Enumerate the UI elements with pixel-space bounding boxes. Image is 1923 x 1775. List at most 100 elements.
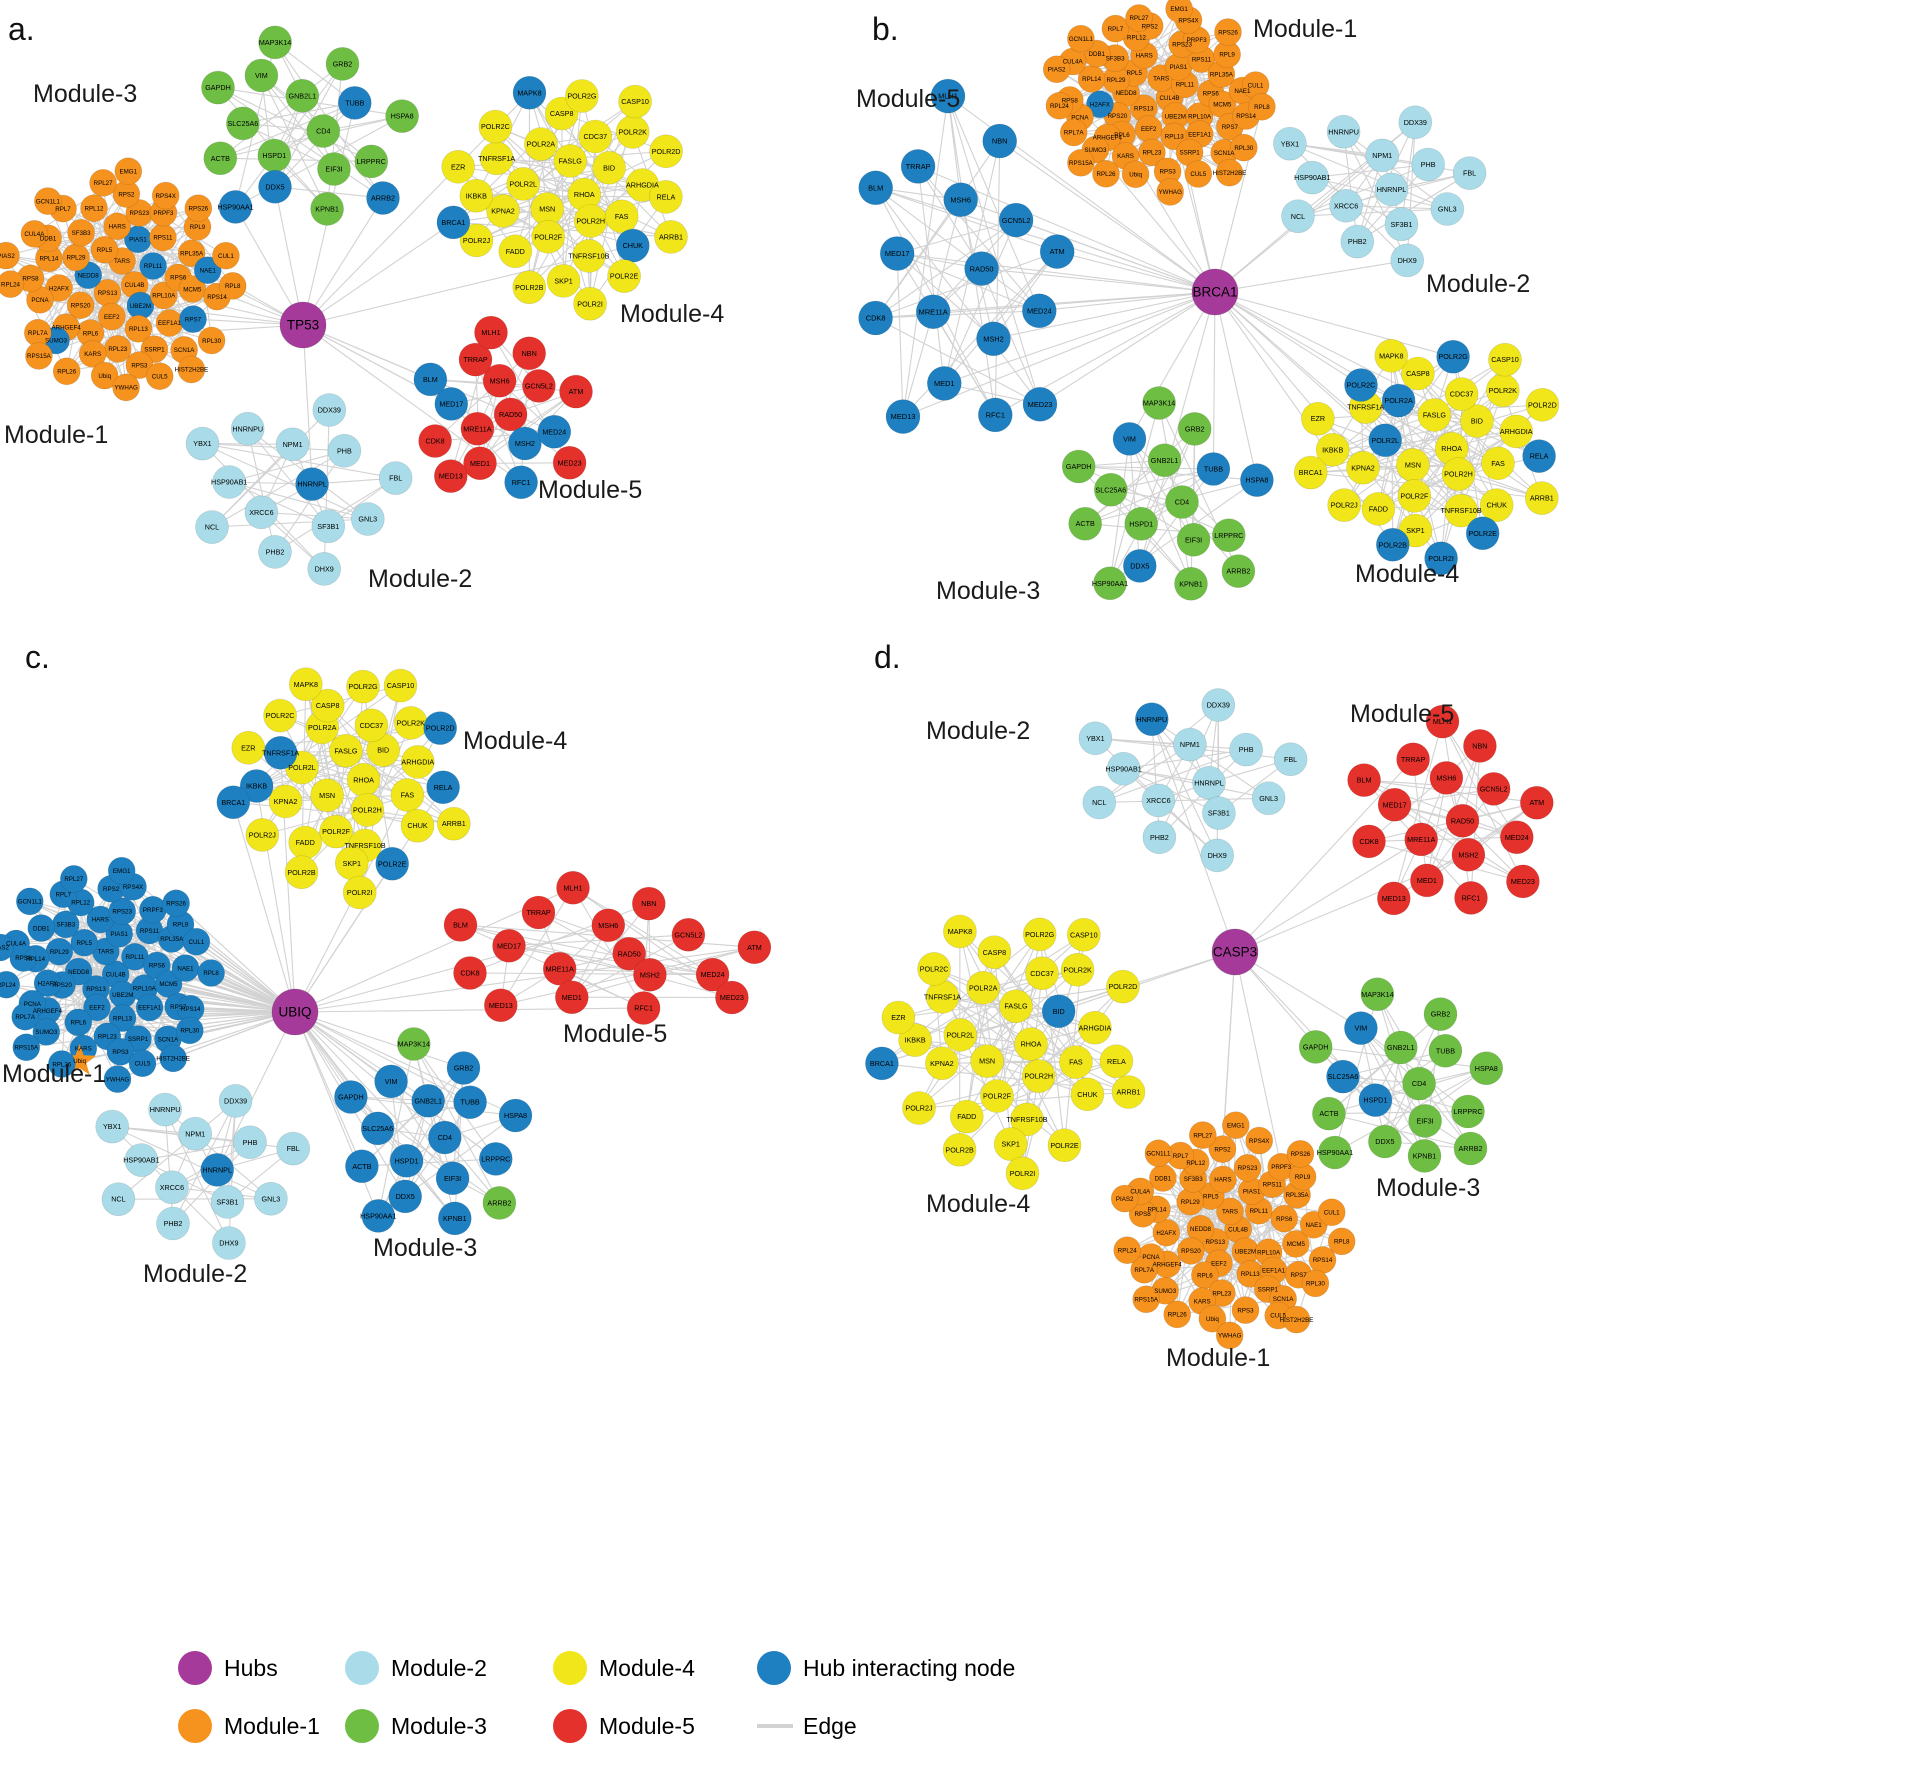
node-label: CUL5: [152, 373, 168, 380]
module-label: Module-3: [33, 80, 137, 108]
node-label: POLR2K: [619, 128, 648, 137]
node-label: ARRB2: [1226, 567, 1250, 576]
node-label: NBN: [522, 349, 537, 358]
node-label: POLR2I: [577, 299, 603, 308]
edge: [1289, 143, 1448, 210]
node-label: LRPPRC: [1214, 531, 1243, 540]
node-CD4: [1402, 1066, 1436, 1101]
node-label: MSH2: [1458, 850, 1478, 859]
edge: [897, 252, 1216, 293]
node-SF3B1: [1202, 796, 1236, 830]
node-FAS: [1059, 1045, 1093, 1079]
edge: [1057, 251, 1216, 293]
node-CHUK: [1479, 488, 1514, 522]
node-BRCA1: [436, 205, 471, 240]
node-POLR2F: [531, 220, 566, 254]
node-label: ARRB1: [1530, 494, 1554, 503]
node-label: RPS4X: [156, 193, 176, 200]
node-label: TNFRSF10B: [1006, 1115, 1047, 1124]
node-label: POLR2D: [1109, 982, 1138, 991]
hub-label: CASP3: [1213, 945, 1257, 960]
node-label: IKBKB: [466, 191, 487, 200]
node-label: RELA: [657, 193, 676, 202]
node-ATM: [737, 930, 772, 965]
node-ARRB2: [366, 181, 400, 215]
node-PHB2: [1142, 820, 1177, 855]
node-CDC37: [354, 708, 389, 743]
node-label: POLR2I: [347, 888, 373, 897]
node-label: POLR2K: [397, 719, 426, 728]
node-label: MSN: [979, 1057, 995, 1066]
node-label: EMG1: [1227, 1123, 1245, 1130]
node-KPNB1: [310, 192, 344, 226]
node-label: PCNA: [1142, 1254, 1160, 1261]
edge: [111, 1126, 272, 1200]
node-IKBKB: [1315, 432, 1350, 467]
node-label: RPL24: [0, 982, 16, 989]
node-label: NEDD8: [68, 969, 90, 976]
node-NPM1: [178, 1116, 212, 1151]
node-label: CDC37: [584, 132, 608, 141]
node-RFC1: [504, 465, 538, 500]
node-GNL3: [1430, 192, 1465, 226]
node-label: HSP90AB1: [1294, 173, 1330, 182]
node-GNB2L1: [285, 79, 320, 113]
node-MED13: [885, 399, 921, 434]
node-label: SKP1: [1002, 1140, 1020, 1149]
node-label: HSP90AB1: [211, 478, 247, 487]
node-label: RPS13: [98, 290, 118, 297]
node-ACTB: [203, 141, 238, 175]
node-label: PCNA: [1071, 114, 1089, 121]
edge: [1151, 719, 1160, 838]
edge: [1461, 393, 1540, 457]
node-label: SSRP1: [144, 346, 165, 353]
node-label: MED17: [497, 941, 521, 950]
panel-letter: d.: [874, 639, 901, 675]
node-label: CDK8: [426, 437, 445, 446]
node-TRRAP: [900, 149, 936, 184]
node-DDX39: [1201, 688, 1236, 722]
panel-letter: c.: [25, 639, 50, 675]
node-label: GCN5L2: [1480, 785, 1508, 794]
node-LRPPRC: [1451, 1094, 1485, 1129]
edge: [1234, 951, 1282, 1167]
node-RPS26: [162, 889, 190, 918]
node-POLR2L: [506, 167, 541, 201]
node-CDC37: [1025, 956, 1059, 991]
node-label: GNB2L1: [1387, 1043, 1415, 1052]
node-POLR2E: [607, 259, 641, 293]
node-label: KPNB1: [315, 205, 339, 214]
node-label: KPNA2: [930, 1059, 954, 1068]
node-HNRNPL: [200, 1153, 234, 1187]
node-ACTB: [1312, 1096, 1346, 1131]
node-label: DDX39: [1207, 701, 1230, 710]
node-RPL8: [218, 272, 247, 300]
edge: [1221, 951, 1236, 1150]
node-BLM: [858, 170, 894, 206]
node-label: RAD50: [970, 264, 994, 273]
module-label: Module-1: [1253, 15, 1357, 43]
node-RPL12: [80, 194, 108, 222]
node-ARRB2: [1453, 1131, 1488, 1166]
node-label: FAS: [1491, 459, 1505, 468]
node-label: MSH2: [640, 970, 660, 979]
node-label: RPL7: [1108, 26, 1124, 33]
node-label: EEF1A1: [138, 1005, 162, 1012]
node-label: RPL26: [52, 1061, 71, 1068]
node-RPL6: [64, 1008, 93, 1037]
node-GNL3: [1251, 781, 1286, 816]
node-label: RPL11: [1250, 1208, 1269, 1215]
node-label: RPL13: [113, 1015, 132, 1022]
node-MLH1: [556, 870, 590, 905]
node-label: RPS14: [1313, 1257, 1333, 1264]
node-label: RPL10A: [1257, 1250, 1281, 1257]
node-label: BRCA1: [1299, 468, 1323, 477]
node-label: FASLG: [1423, 411, 1447, 420]
module-label: Module-5: [538, 476, 642, 504]
node-FBL: [1452, 156, 1487, 190]
node-label: RPL27: [1130, 15, 1149, 22]
node-EMG1: [1165, 0, 1193, 23]
node-label: HARS: [92, 917, 109, 924]
node-label: GNL3: [262, 1194, 281, 1203]
